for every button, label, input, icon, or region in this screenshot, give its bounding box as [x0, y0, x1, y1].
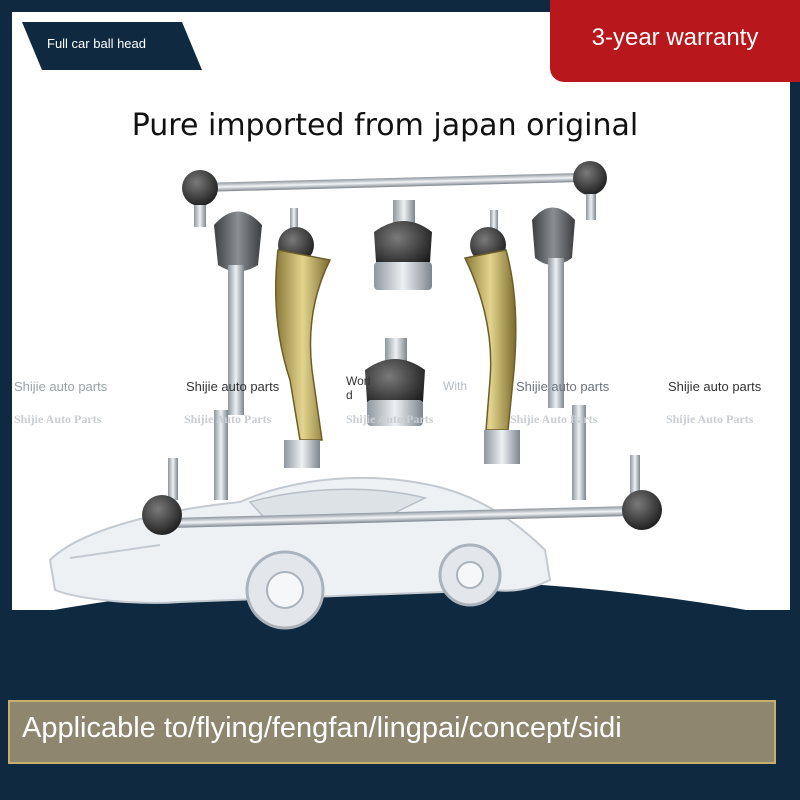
- watermark-ghost-text: Shijie Auto Parts: [510, 412, 598, 426]
- watermark-text: Shijie auto parts: [516, 379, 610, 394]
- watermark-ghost-text: Shijie Auto Parts: [14, 412, 102, 426]
- left-frame: [0, 0, 12, 800]
- bottom-curve: [0, 580, 800, 680]
- bottom-stabilizer-link: [142, 455, 662, 535]
- lower-ball-joint: [365, 338, 425, 426]
- right-outer-tie-rod-end: [463, 210, 520, 464]
- watermark-text: d: [346, 388, 353, 402]
- headline: Pure imported from japan original: [131, 108, 639, 143]
- watermark-text: Shijie auto parts: [14, 379, 108, 394]
- watermark-text: Worl: [346, 374, 371, 388]
- warranty-badge: 3-year warranty: [550, 0, 800, 82]
- watermark-text: With: [443, 379, 467, 393]
- applicable-models-text: Applicable to/flying/fengfan/lingpai/con…: [22, 712, 622, 744]
- right-inner-tie-rod: [532, 207, 586, 500]
- upper-ball-joint: [374, 200, 432, 290]
- left-outer-tie-rod-end: [275, 208, 332, 468]
- applicable-models-box: Applicable to/flying/fengfan/lingpai/con…: [8, 700, 776, 764]
- category-tag-label: Full car ball head: [47, 36, 146, 51]
- left-inner-tie-rod: [214, 211, 262, 500]
- watermark-ghost-text: Shijie Auto Parts: [666, 412, 754, 426]
- top-stabilizer-link: [182, 161, 607, 227]
- watermark-text: Shijie auto parts: [668, 379, 762, 394]
- watermark-ghost-text: Shijie Auto Parts: [346, 412, 434, 426]
- watermark-ghost-text: Shijie Auto Parts: [184, 412, 272, 426]
- right-frame: [790, 0, 800, 800]
- category-tag: [22, 22, 202, 70]
- warranty-label: 3-year warranty: [591, 24, 759, 51]
- car-silhouette-image: [48, 476, 552, 630]
- watermark-text: Shijie auto parts: [186, 379, 280, 394]
